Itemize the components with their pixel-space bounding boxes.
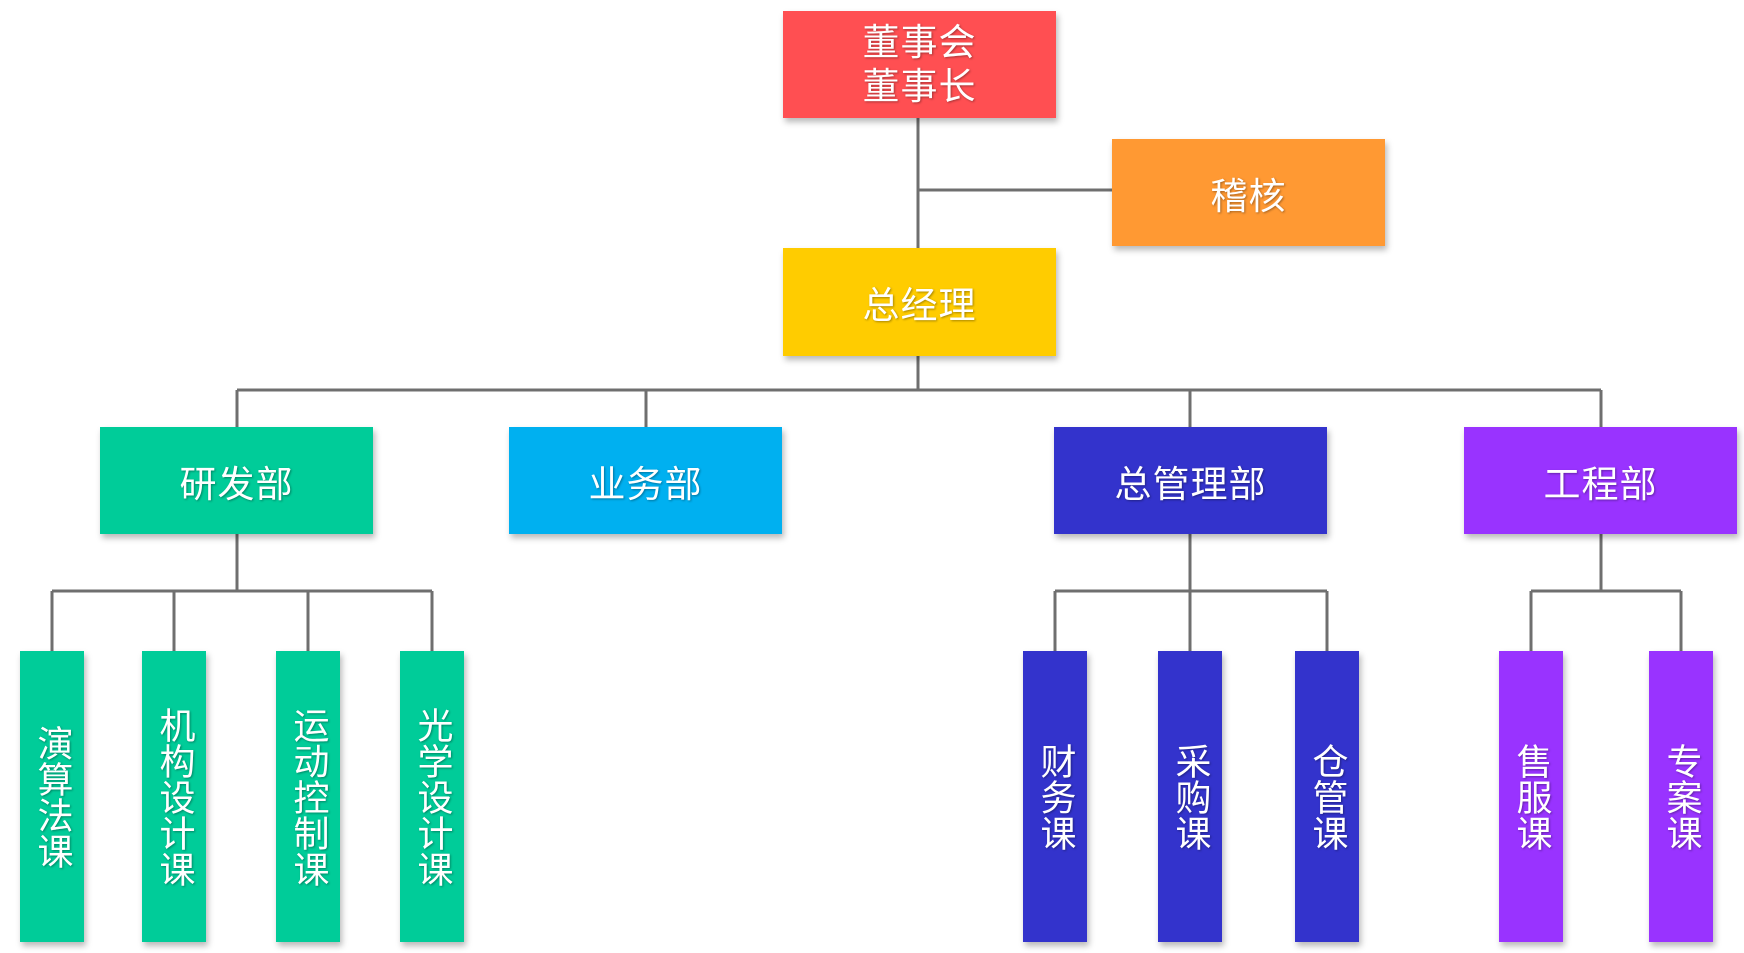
admin-section-3-label: 仓管课 [1306,742,1348,851]
gm-label: 总经理 [862,284,977,327]
admin-section-2-label: 采购课 [1169,742,1211,851]
rnd-section-2-node: 机构设计课 [142,651,206,942]
rnd-section-1-node: 演算法课 [20,651,84,942]
rnd-department-label: 研发部 [179,462,294,506]
board-node: 董事会 董事长 [783,11,1056,118]
admin-section-1-node: 财务课 [1023,651,1087,942]
audit-label: 稽核 [1210,174,1287,218]
rnd-section-1-label: 演算法课 [31,724,73,869]
admin-section-1-label: 财务课 [1034,742,1076,851]
admin-section-2-node: 采购课 [1158,651,1222,942]
rnd-department-node: 研发部 [100,427,373,534]
admin-section-3-node: 仓管课 [1295,651,1359,942]
rnd-section-3-label: 运动控制课 [287,706,329,887]
admin-department-label: 总管理部 [1114,462,1267,506]
rnd-section-4-node: 光学设计课 [400,651,464,942]
engineering-section-1-node: 售服课 [1499,651,1563,942]
gm-node: 总经理 [783,248,1056,356]
engineering-department-node: 工程部 [1464,427,1737,534]
board-label-line1: 董事会 [862,20,977,64]
rnd-section-2-label: 机构设计课 [153,706,195,887]
engineering-department-label: 工程部 [1543,462,1658,506]
rnd-section-4-label: 光学设计课 [411,706,453,887]
board-label-line2: 董事长 [862,64,977,108]
rnd-section-3-node: 运动控制课 [276,651,340,942]
engineering-section-1-label: 售服课 [1510,742,1552,851]
engineering-section-2-node: 专案课 [1649,651,1713,942]
engineering-section-2-label: 专案课 [1660,742,1702,851]
admin-department-node: 总管理部 [1054,427,1327,534]
sales-department-node: 业务部 [509,427,782,534]
sales-department-label: 业务部 [588,462,703,506]
audit-node: 稽核 [1112,139,1385,246]
